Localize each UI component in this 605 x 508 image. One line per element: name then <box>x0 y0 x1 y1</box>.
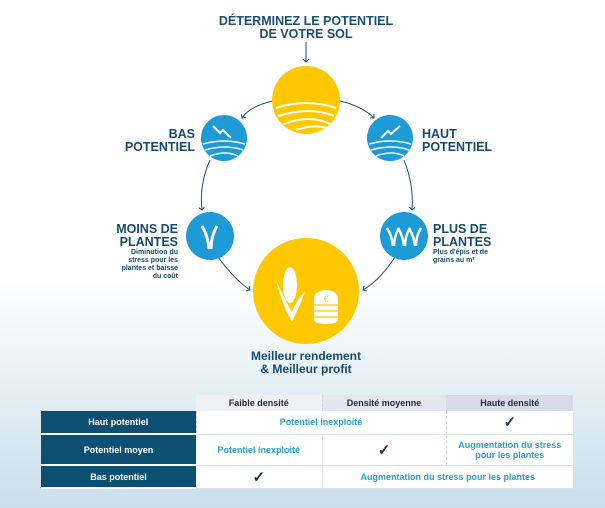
check-icon: ✓ <box>445 411 573 435</box>
label-result: Meilleur rendement& Meilleur profit <box>250 349 362 376</box>
svg-text:€: € <box>324 294 329 304</box>
density-table: Faible densité Densité moyenne Haute den… <box>41 395 573 489</box>
table-row: Bas potentiel ✓ Augmentation du stress p… <box>41 465 573 489</box>
single-plant-icon <box>186 212 234 260</box>
low-potential-icon <box>201 115 247 161</box>
header-haute: Haute densité <box>445 395 573 411</box>
table-row: Potentiel moyen Potentiel inexploité ✓ A… <box>41 434 573 466</box>
multiple-plants-icon <box>380 212 428 260</box>
table-row: Haut potentiel Potentiel inexploité ✓ <box>41 411 573 435</box>
header-faible: Faible densité <box>196 395 322 411</box>
field-circle-top <box>272 66 340 134</box>
high-potential-icon <box>367 115 413 161</box>
check-icon: ✓ <box>321 434 446 466</box>
header-moyenne: Densité moyenne <box>321 395 446 411</box>
corn-and-coins-icon: € <box>253 238 359 344</box>
check-icon: ✓ <box>196 465 322 489</box>
